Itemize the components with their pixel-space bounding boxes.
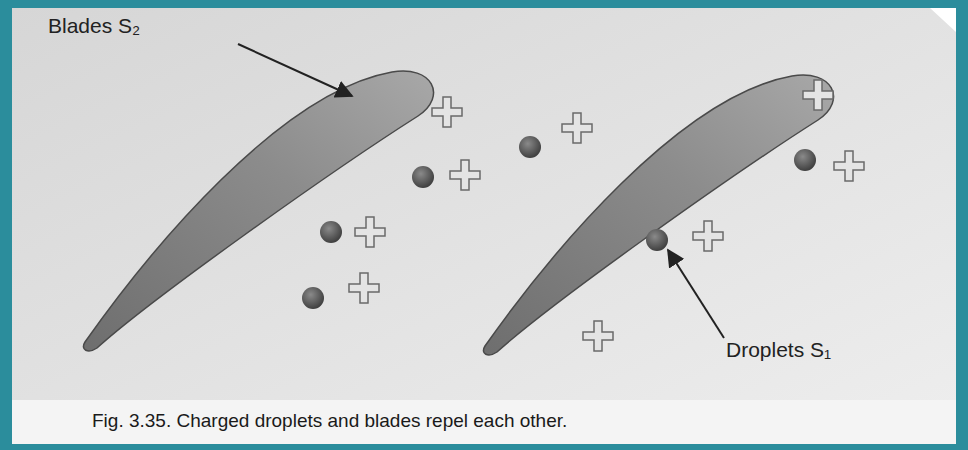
callout-label: Blades S₂ bbox=[48, 14, 140, 38]
figure-caption: Fig. 3.35. Charged droplets and blades r… bbox=[92, 410, 567, 432]
callout-label: Droplets S₁ bbox=[726, 338, 831, 362]
